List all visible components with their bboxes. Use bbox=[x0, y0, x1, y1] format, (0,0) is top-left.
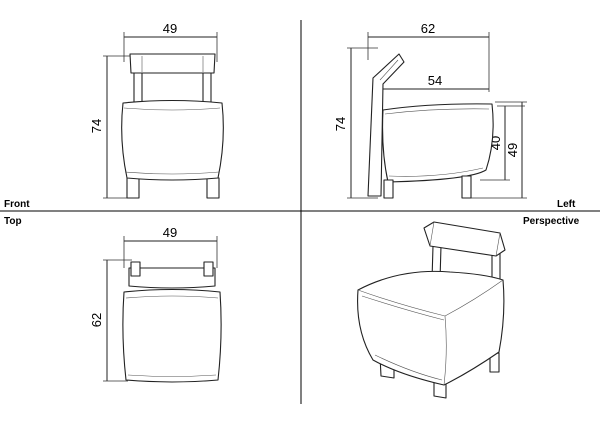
top-width-label: 49 bbox=[163, 225, 177, 240]
perspective-view bbox=[357, 221, 506, 399]
top-backrest bbox=[128, 267, 216, 289]
left-arm-height-label: 49 bbox=[505, 143, 520, 157]
front-right-leg bbox=[206, 177, 220, 199]
left-front-leg bbox=[383, 179, 394, 199]
left-back-leg bbox=[461, 175, 472, 199]
left-seat-depth-label: 54 bbox=[428, 73, 442, 88]
front-view: 49 74 bbox=[89, 21, 224, 199]
top-view: 49 62 bbox=[89, 225, 222, 383]
perspective-seat-cushion bbox=[357, 270, 505, 386]
front-backrest bbox=[129, 53, 216, 74]
top-view-label: Top bbox=[4, 216, 22, 227]
left-view-label: Left bbox=[557, 199, 576, 210]
left-view: 62 54 74 40 49 bbox=[333, 21, 527, 199]
top-depth-label: 62 bbox=[89, 313, 104, 327]
left-depth-label: 62 bbox=[421, 21, 435, 36]
top-left-post bbox=[130, 261, 141, 277]
front-width-label: 49 bbox=[163, 21, 177, 36]
left-seat-cushion bbox=[382, 103, 494, 183]
left-height-label: 74 bbox=[333, 117, 348, 131]
front-view-label: Front bbox=[4, 199, 30, 210]
front-height-label: 74 bbox=[89, 119, 104, 133]
perspective-view-label: Perspective bbox=[523, 216, 580, 227]
front-left-leg bbox=[126, 177, 140, 199]
left-backrest-frame bbox=[367, 53, 405, 197]
top-seat-cushion bbox=[122, 288, 222, 383]
front-seat-cushion bbox=[121, 99, 224, 181]
top-right-post bbox=[203, 261, 214, 277]
